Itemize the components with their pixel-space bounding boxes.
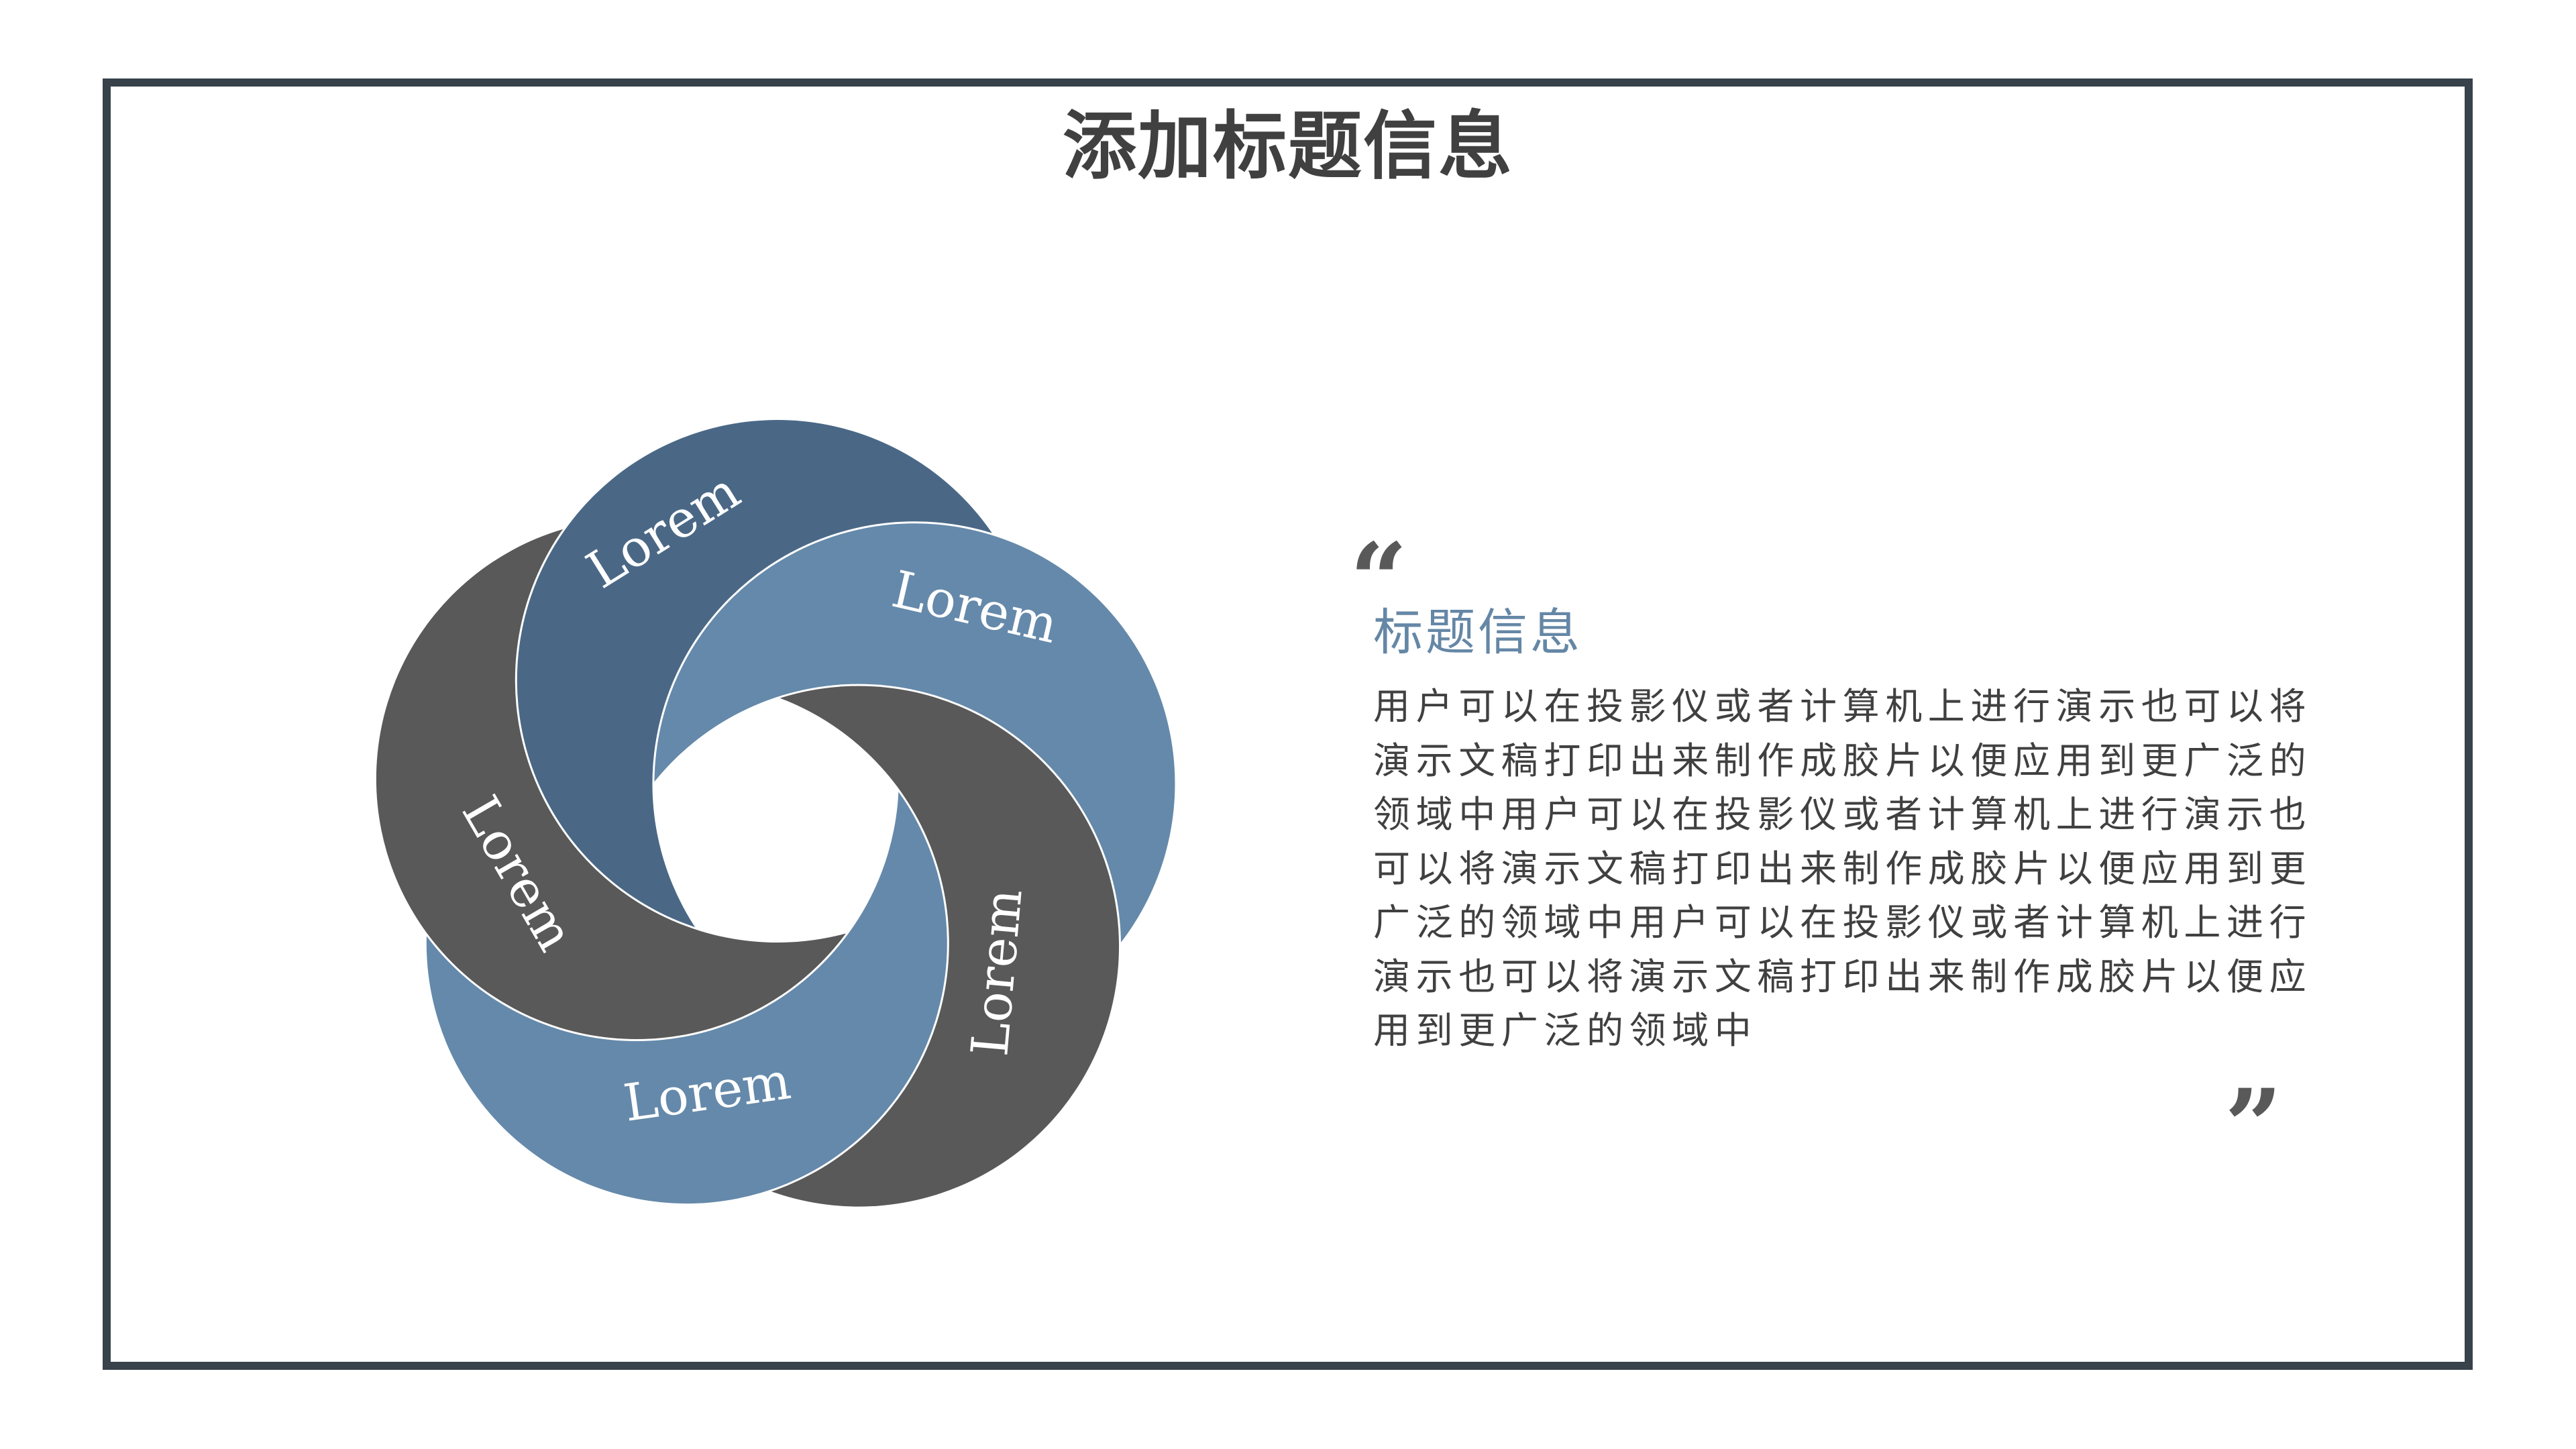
body-paragraph: 用户可以在投影仪或者计算机上进行演示也可以将 演示文稿打印出来制作成胶片以便应用… [1373, 680, 2312, 1058]
paragraph-line: 用到更广泛的领域中 [1373, 1009, 1758, 1052]
section-subtitle: 标题信息 [1373, 604, 1582, 661]
paragraph-line: 用户可以在投影仪或者计算机上进行演示也可以将 [1373, 685, 2312, 728]
swirl-segment-label: Lorem [959, 886, 1033, 1058]
paragraph-line: 领域中用户可以在投影仪或者计算机上进行演示也 [1373, 793, 2312, 836]
paragraph-line: 演示也可以将演示文稿打印出来制作成胶片以便应 [1373, 955, 2312, 998]
slide-frame [103, 78, 2473, 1370]
open-quote-icon: “ [1350, 521, 1408, 639]
close-quote-icon: ” [2224, 1067, 2283, 1185]
paragraph-line: 广泛的领域中用户可以在投影仪或者计算机上进行 [1373, 901, 2312, 944]
swirl-segment [654, 523, 1175, 1044]
paragraph-line: 演示文稿打印出来制作成胶片以便应用到更广泛的 [1373, 739, 2312, 782]
paragraph-line: 可以将演示文稿打印出来制作成胶片以便应用到更 [1373, 847, 2312, 890]
slide-title: 添加标题信息 [1063, 103, 1513, 189]
